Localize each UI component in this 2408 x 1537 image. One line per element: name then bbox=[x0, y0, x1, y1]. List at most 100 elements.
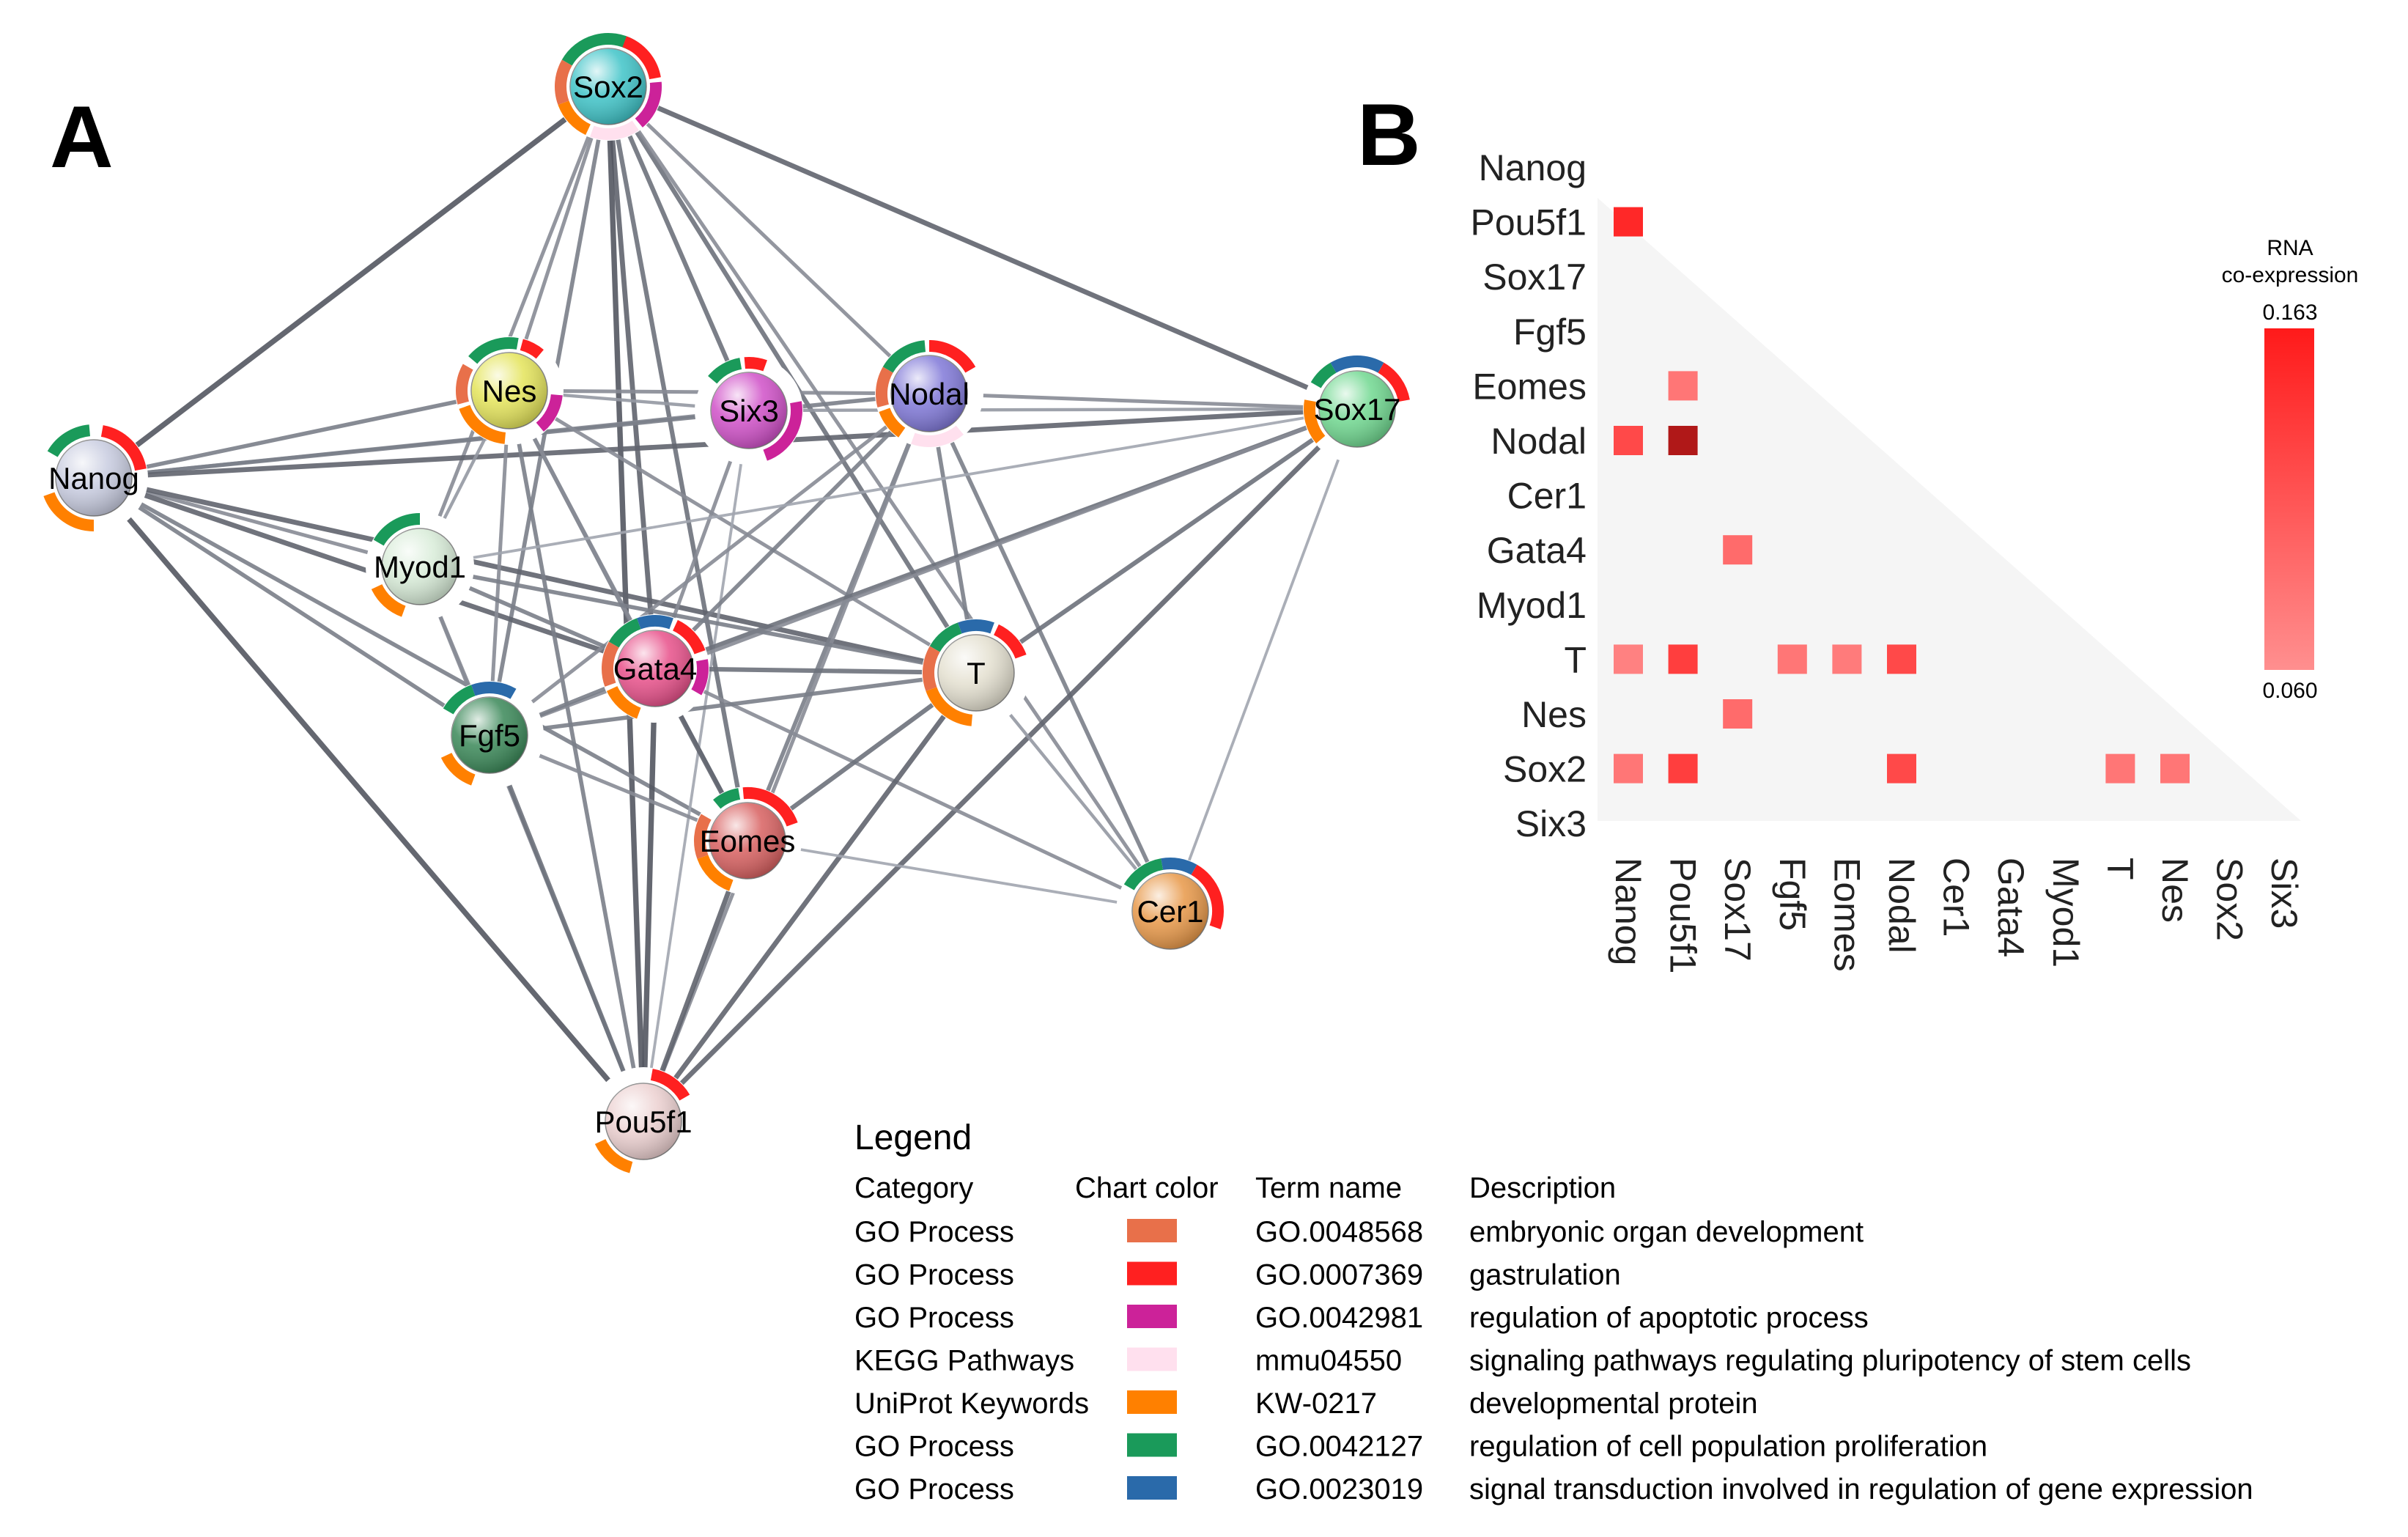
node-annotation-arc bbox=[43, 492, 95, 531]
legend-term: mmu04550 bbox=[1255, 1345, 1402, 1377]
col-label-six3: Six3 bbox=[2264, 858, 2305, 929]
node-pou5f1[interactable]: Pou5f1 bbox=[589, 1067, 698, 1176]
node-label: Six3 bbox=[719, 394, 779, 428]
node-annotation-arc bbox=[594, 1138, 633, 1173]
node-annotation-arc bbox=[694, 814, 712, 859]
edge-Gata4-Pou5f1 bbox=[640, 668, 658, 1122]
heatmap-cell-pou5f1-nanog bbox=[1614, 207, 1643, 237]
node-fgf5[interactable]: Fgf5 bbox=[435, 681, 544, 789]
heatmap-cell-nes-sox17 bbox=[1723, 699, 1753, 729]
edge-Nes-Pou5f1 bbox=[507, 390, 646, 1122]
node-cer1[interactable]: Cer1 bbox=[1116, 857, 1225, 965]
node-annotation-arc bbox=[923, 646, 940, 691]
node-label: Cer1 bbox=[1137, 894, 1203, 929]
colorbar-title-line1: RNA bbox=[2267, 236, 2313, 260]
col-label-t: T bbox=[2099, 858, 2141, 880]
heatmap-cell-eomes-pou5f1 bbox=[1668, 371, 1698, 401]
heatmap-cell-gata4-sox17 bbox=[1723, 535, 1753, 565]
col-label-cer1: Cer1 bbox=[1936, 858, 1977, 937]
edge-Nanog-Pou5f1 bbox=[92, 476, 646, 1124]
heatmap-cell-t-nanog bbox=[1614, 644, 1643, 674]
edge-Nodal-Pou5f1 bbox=[641, 393, 931, 1122]
row-label-eomes: Eomes bbox=[1472, 366, 1587, 407]
legend-swatch bbox=[1127, 1219, 1177, 1242]
legend-description: signaling pathways regulating pluripoten… bbox=[1469, 1345, 2191, 1377]
edge-Sox2-Myod1 bbox=[418, 86, 610, 567]
edge-Sox17-Cer1 bbox=[1169, 408, 1359, 912]
network-edges bbox=[92, 84, 1359, 1124]
edge-Nodal-Cer1 bbox=[927, 392, 1172, 913]
legend-category: UniProt Keywords bbox=[854, 1387, 1089, 1420]
node-annotation-arc bbox=[440, 752, 476, 786]
node-annotation-arc bbox=[1191, 864, 1224, 929]
node-annotation-arc bbox=[1304, 399, 1326, 443]
node-annotation-arc bbox=[672, 619, 706, 655]
legend-term: GO.0007369 bbox=[1255, 1259, 1423, 1291]
legend-description: regulation of cell population proliferat… bbox=[1469, 1431, 1987, 1463]
node-label: Nanog bbox=[48, 461, 139, 495]
node-six3[interactable]: Six3 bbox=[695, 356, 803, 465]
node-annotation-arc bbox=[1330, 355, 1384, 373]
node-myod1[interactable]: Myod1 bbox=[366, 512, 474, 621]
heatmap-cell-t-pou5f1 bbox=[1668, 644, 1698, 674]
node-annotation-arc bbox=[520, 339, 544, 359]
node-sox2[interactable]: Sox2 bbox=[554, 32, 662, 141]
legend-description: embryonic organ development bbox=[1469, 1216, 1864, 1248]
legend-category: KEGG Pathways bbox=[854, 1345, 1074, 1377]
node-annotation-arc bbox=[371, 583, 406, 617]
legend-category: GO Process bbox=[854, 1473, 1014, 1505]
node-gloss bbox=[382, 528, 458, 605]
col-label-nodal: Nodal bbox=[1881, 858, 1922, 954]
node-annotation-arc bbox=[713, 788, 741, 809]
node-annotation-arc bbox=[536, 394, 563, 432]
edge-T-Fgf5 bbox=[489, 671, 977, 737]
node-annotation-arc bbox=[456, 364, 473, 405]
legend-swatch bbox=[1127, 1476, 1177, 1500]
node-gata4[interactable]: Gata4 bbox=[601, 614, 709, 723]
node-annotation-arc bbox=[926, 687, 973, 726]
node-t[interactable]: T bbox=[922, 619, 1030, 727]
node-annotation-arc bbox=[911, 425, 964, 447]
node-label: Sox17 bbox=[1313, 392, 1400, 427]
node-nodal[interactable]: Nodal bbox=[875, 339, 983, 448]
node-eomes[interactable]: Eomes bbox=[693, 786, 802, 895]
legend-swatch bbox=[1127, 1433, 1177, 1457]
edge-Six3-Sox17 bbox=[748, 407, 1358, 413]
edge-Nanog-Fgf5 bbox=[92, 476, 491, 737]
node-gloss bbox=[617, 630, 693, 707]
node-annotation-arc bbox=[876, 366, 893, 408]
legend-description: regulation of apoptotic process bbox=[1469, 1302, 1869, 1334]
matrix-triangle bbox=[1598, 198, 2301, 821]
heatmap-cell-sox2-t bbox=[2105, 753, 2135, 784]
edge-Nes-Fgf5 bbox=[487, 390, 511, 736]
node-annotation-arc bbox=[691, 659, 709, 696]
node-nes[interactable]: Nes bbox=[455, 336, 564, 445]
row-label-six3: Six3 bbox=[1515, 803, 1587, 844]
edge-Gata4-Cer1 bbox=[654, 666, 1172, 913]
node-gloss bbox=[938, 635, 1014, 711]
edge-Nodal-Fgf5 bbox=[488, 392, 931, 737]
node-annotation-arc bbox=[635, 81, 662, 128]
legend-term: KW-0217 bbox=[1255, 1387, 1377, 1420]
node-annotation-arc bbox=[622, 36, 661, 80]
edge-T-Pou5f1 bbox=[641, 671, 978, 1124]
edge-Fgf5-Pou5f1 bbox=[487, 734, 646, 1123]
edge-Nodal-Gata4 bbox=[654, 392, 931, 670]
legend-category: GO Process bbox=[854, 1259, 1014, 1291]
heatmap-cell-t-nodal bbox=[1887, 644, 1916, 674]
node-annotation-arc bbox=[958, 619, 994, 634]
node-nanog[interactable]: Nanog bbox=[40, 424, 148, 532]
legend-term: GO.0042981 bbox=[1255, 1302, 1423, 1334]
node-sox17[interactable]: Sox17 bbox=[1303, 355, 1411, 463]
node-gloss bbox=[1132, 873, 1208, 949]
edge-Nes-T bbox=[508, 388, 978, 675]
row-label-nanog: Nanog bbox=[1479, 147, 1587, 188]
node-label: Eomes bbox=[700, 824, 796, 858]
node-annotation-arc bbox=[1378, 362, 1410, 402]
colorbar: RNA co-expression 0.163 0.060 bbox=[2222, 236, 2359, 703]
node-label: Nes bbox=[482, 374, 537, 408]
